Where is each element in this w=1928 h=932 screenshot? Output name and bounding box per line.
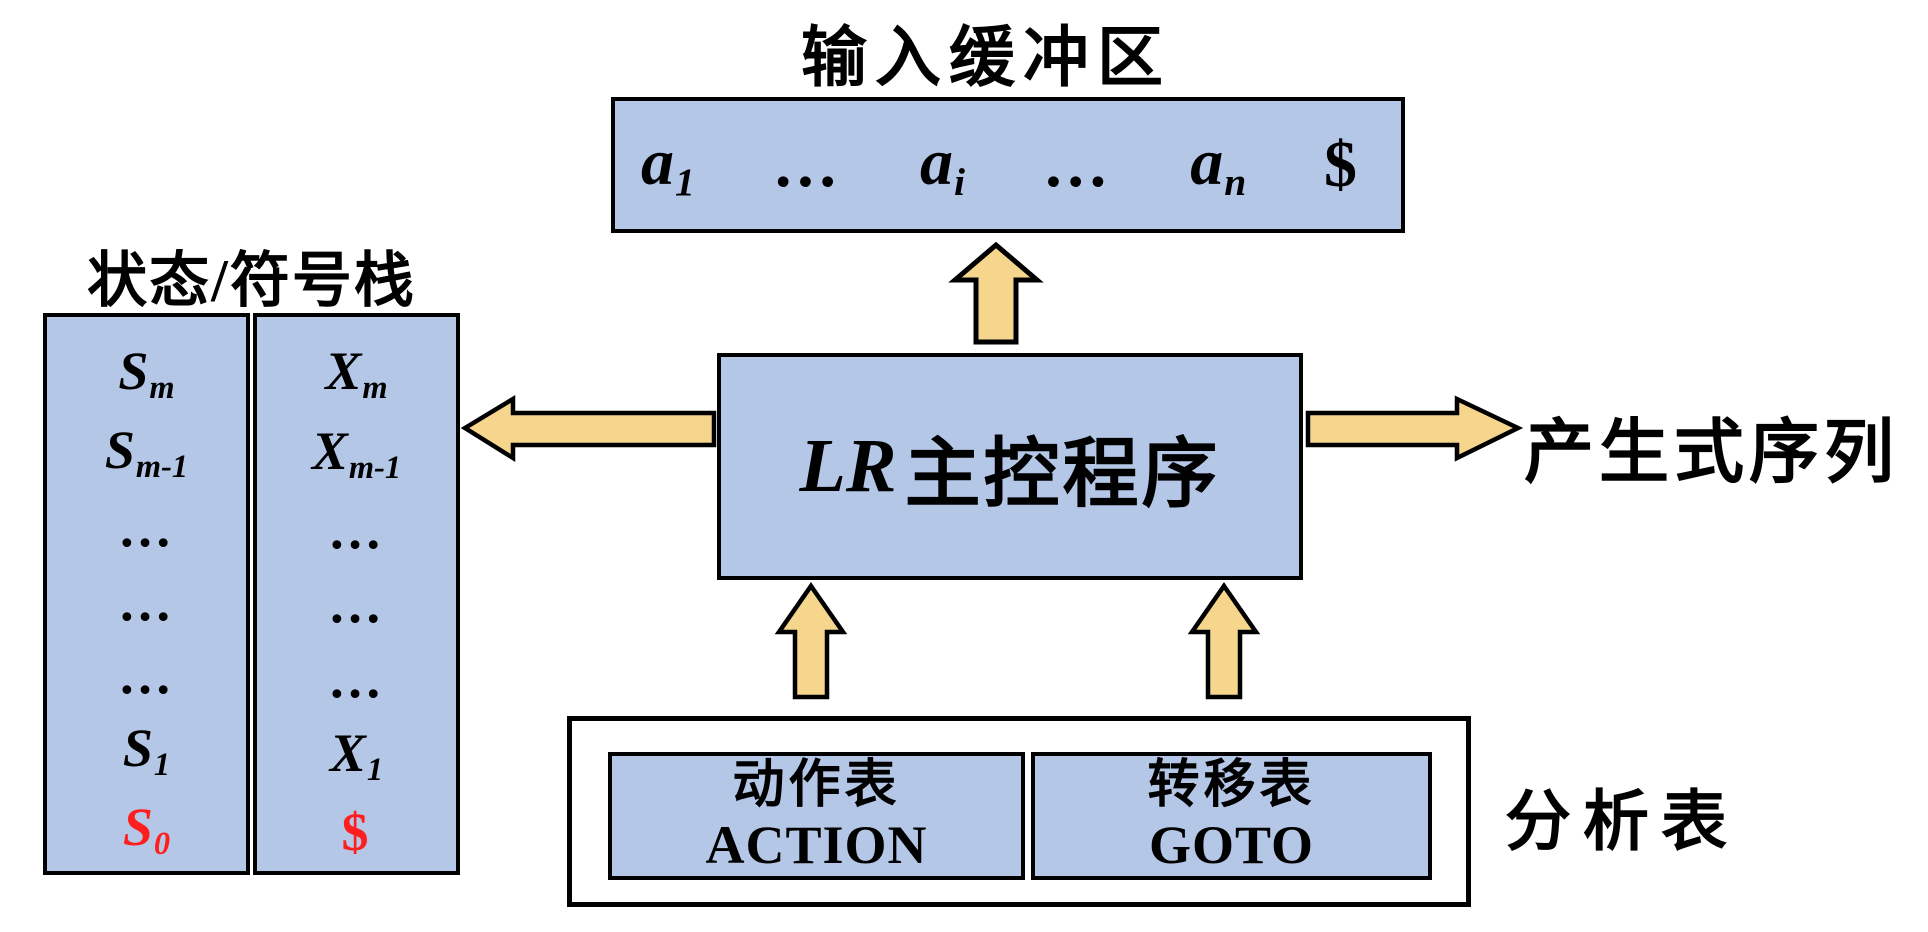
stack-cell-initial-state: S0 xyxy=(122,796,171,862)
production-sequence-label: 产生式序列 xyxy=(1524,415,1899,492)
stack-cell: Xm xyxy=(325,341,388,407)
buffer-token: an xyxy=(1190,125,1247,205)
buffer-token: a1 xyxy=(641,125,695,205)
stack-cell-ellipsis: … xyxy=(118,498,175,559)
action-table-label-en: ACTION xyxy=(705,814,928,875)
buffer-end-marker: $ xyxy=(1323,128,1357,201)
stack-cell: Sm-1 xyxy=(104,419,189,485)
arrow-up-to-input-buffer-icon xyxy=(948,241,1044,345)
action-table-label-zh: 动作表 xyxy=(732,756,901,814)
state-stack-column: Sm Sm-1 … … … S1 S0 xyxy=(43,313,250,875)
stack-cell-ellipsis: … xyxy=(118,571,175,632)
stack-cell: S1 xyxy=(122,718,171,784)
arrow-up-from-goto-table-icon xyxy=(1187,582,1261,700)
stack-cell: Xm-1 xyxy=(311,420,402,486)
arrow-left-to-stack-icon xyxy=(460,395,717,463)
goto-table-label-zh: 转移表 xyxy=(1147,756,1316,814)
input-buffer-box: a1 … ai … an $ xyxy=(611,97,1405,233)
lr-main-control-label-latin: LR xyxy=(799,424,897,508)
goto-table-label-en: GOTO xyxy=(1148,814,1315,875)
stack-cell-bottom-marker: $ xyxy=(341,802,372,863)
stack-cell-ellipsis: … xyxy=(118,644,175,705)
action-table-box: 动作表 ACTION xyxy=(608,752,1025,880)
buffer-ellipsis: … xyxy=(772,128,843,201)
goto-table-box: 转移表 GOTO xyxy=(1031,752,1432,880)
arrow-right-to-production-sequence-icon xyxy=(1305,395,1524,462)
symbol-stack-column: Xm Xm-1 … … … X1 $ xyxy=(253,313,460,875)
parse-table-label: 分析表 xyxy=(1505,786,1739,859)
arrow-up-from-action-table-icon xyxy=(774,582,848,700)
stack-cell-ellipsis: … xyxy=(328,648,385,709)
lr-main-control-label-chinese: 主控程序 xyxy=(904,432,1221,517)
stack-cell-ellipsis: … xyxy=(328,574,385,635)
input-buffer-title: 输入缓冲区 xyxy=(801,22,1171,95)
stack-cell-ellipsis: … xyxy=(328,500,385,561)
stack-cell: X1 xyxy=(329,722,384,788)
stack-cell: Sm xyxy=(118,341,175,407)
stack-title: 状态/符号栈 xyxy=(87,248,416,314)
buffer-ellipsis: … xyxy=(1042,128,1113,201)
buffer-token: ai xyxy=(920,125,966,205)
